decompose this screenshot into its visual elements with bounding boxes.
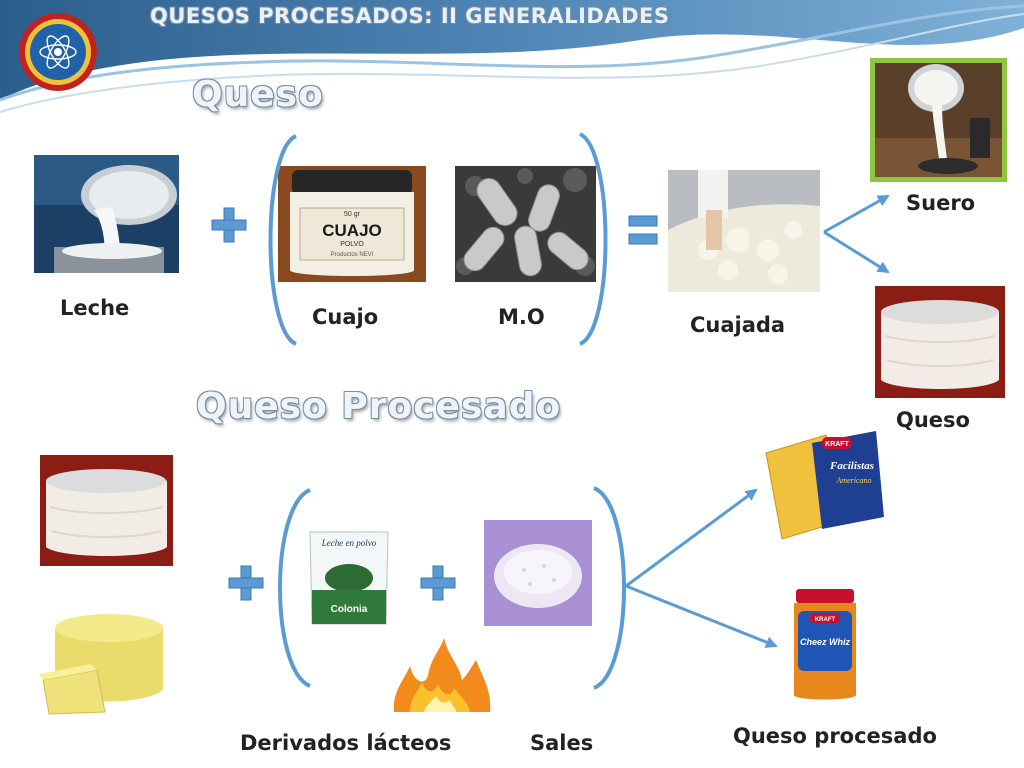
- arrow-to-queso: [823, 230, 890, 274]
- facilistas-name: Facilistas: [829, 460, 874, 472]
- queso-wheel-image: [875, 286, 1005, 398]
- label-leche: Leche: [60, 296, 130, 320]
- label-cuajada: Cuajada: [690, 313, 786, 337]
- cuajo-jar-image: 50 gr CUAJO POLVO Productos NEVI: [278, 166, 426, 282]
- plus-icon: [420, 565, 456, 601]
- milk-pouring-image: [34, 155, 179, 273]
- jar-sub-text: POLVO: [340, 241, 364, 248]
- label-queso: Queso: [896, 408, 970, 432]
- cheez-whiz-jar-image: KRAFT Cheez Whiz: [786, 585, 864, 705]
- milk-bag-title: Leche en polvo: [321, 538, 377, 548]
- arrow-to-cheezwhiz: [625, 584, 778, 648]
- salts-image: [484, 520, 592, 626]
- jar-top-text: 50 gr: [344, 211, 361, 218]
- university-seal-logo: [19, 13, 97, 91]
- label-sales: Sales: [530, 731, 594, 755]
- equals-icon: [628, 215, 658, 245]
- flame-icon: [384, 636, 500, 718]
- cuajada-image: [668, 170, 820, 292]
- facilistas-brand: KRAFT: [825, 441, 849, 448]
- jar-brand-text: Productos NEVI: [331, 252, 374, 258]
- label-cuajo: Cuajo: [312, 305, 379, 329]
- kraft-facilistas-image: KRAFT Facilistas Americano: [756, 425, 888, 547]
- arrow-to-facilistas: [625, 488, 758, 588]
- queso-wheel-left-image: [40, 455, 173, 566]
- jar-main-text: CUAJO: [322, 221, 382, 240]
- plus-icon: [228, 565, 264, 601]
- milk-powder-bag-image: Leche en polvo Colonia: [302, 528, 396, 628]
- milk-bag-brand: Colonia: [331, 604, 368, 615]
- cheezwhiz-name: Cheez Whiz: [800, 637, 851, 647]
- heading-queso-procesado: Queso Procesado: [196, 386, 562, 427]
- plus-icon: [211, 207, 247, 243]
- microorganism-image: [455, 166, 596, 282]
- arrow-to-suero: [823, 194, 890, 234]
- facilistas-sub: Americano: [835, 476, 871, 485]
- suero-image: [870, 58, 1007, 182]
- slide-title: QUESOS PROCESADOS: II GENERALIDADES: [150, 4, 670, 28]
- label-queso-procesado: Queso procesado: [733, 724, 937, 748]
- yellow-cheese-image: [35, 600, 170, 720]
- heading-queso: Queso: [192, 74, 324, 115]
- cheezwhiz-brand: KRAFT: [815, 617, 836, 623]
- label-derivados-lacteos: Derivados lácteos: [240, 731, 452, 755]
- label-mo: M.O: [498, 305, 545, 329]
- header-wave: [0, 0, 1024, 113]
- right-bracket-bottom: [593, 486, 626, 690]
- label-suero: Suero: [906, 191, 976, 215]
